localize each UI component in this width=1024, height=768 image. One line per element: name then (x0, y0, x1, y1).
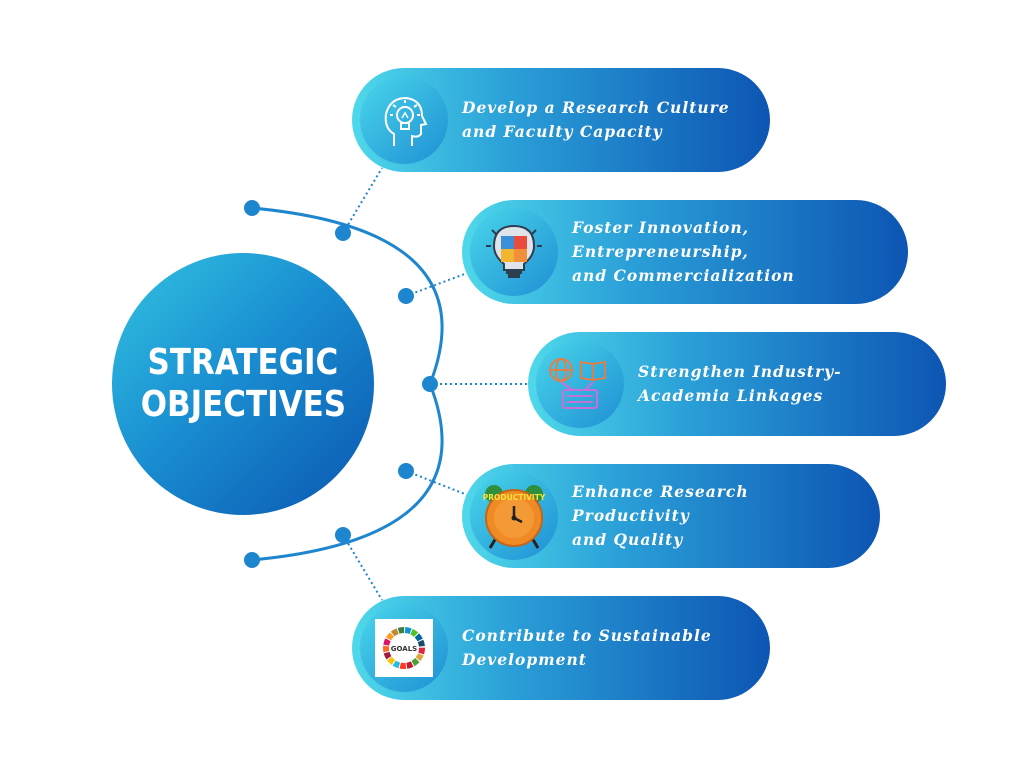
sdg-icon-text: GOALS (391, 645, 417, 653)
arc-node-3 (422, 376, 438, 392)
dotted-link-1 (342, 167, 383, 234)
objective-research-culture: Develop a Research Culture and Faculty C… (352, 68, 770, 172)
sdg-wheel-icon: GOALS (360, 604, 448, 692)
objective-label: Strengthen Industry- Academia Linkages (638, 362, 842, 405)
arc-node-4 (398, 463, 414, 479)
productivity-clock-icon: PRODUCTIVITY (470, 472, 558, 560)
objective-research-productivity: PRODUCTIVITY Enhance Research Productivi… (462, 464, 880, 568)
arc-node-2 (398, 288, 414, 304)
lightbulb-head-icon (360, 76, 448, 164)
dotted-link-5 (342, 534, 383, 601)
hub-title-line2: OBJECTIVES (140, 384, 346, 425)
arc-node-1 (335, 225, 351, 241)
dotted-link-4 (405, 470, 471, 497)
puzzle-bulb-icon (470, 208, 558, 296)
hub-title-line1: STRATEGIC (147, 342, 339, 383)
objective-label: Develop a Research Culture and Faculty C… (462, 98, 730, 141)
strategic-objectives-hub: STRATEGIC OBJECTIVES (112, 253, 374, 515)
dotted-link-2 (405, 271, 471, 297)
objective-label: Contribute to Sustainable Development (462, 626, 712, 669)
objective-industry-linkages: Strengthen Industry- Academia Linkages (528, 332, 946, 436)
arc-node-5 (335, 527, 351, 543)
objective-innovation: Foster Innovation, Entrepreneurship, and… (462, 200, 908, 304)
objective-label: Foster Innovation, Entrepreneurship, and… (572, 218, 795, 285)
productivity-icon-text: PRODUCTIVITY (483, 493, 546, 502)
objective-label: Enhance Research Productivity and Qualit… (572, 482, 749, 549)
globe-book-keyboard-icon (536, 340, 624, 428)
arc-end-dot-bottom (244, 552, 260, 568)
arc-end-dot-top (244, 200, 260, 216)
objective-sustainable-development: GOALS Contribute to Sustainable Developm… (352, 596, 770, 700)
